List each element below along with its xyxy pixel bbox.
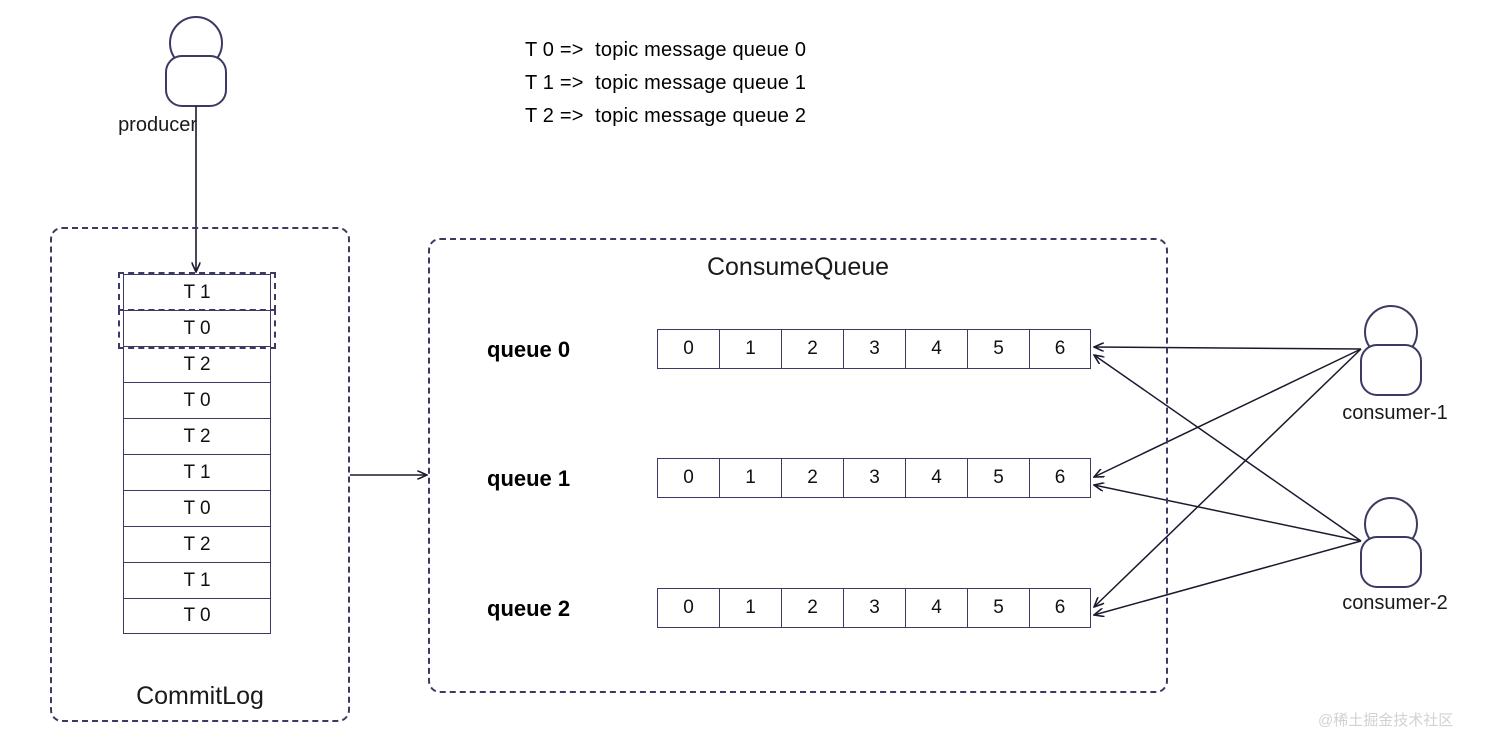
commitlog-cell: T 2 bbox=[123, 346, 271, 382]
consumequeue-container bbox=[428, 238, 1168, 693]
queue-0-row: 0 1 2 3 4 5 6 bbox=[657, 329, 1091, 369]
commitlog-cell: T 0 bbox=[123, 598, 271, 634]
queue-2-cell: 5 bbox=[967, 588, 1029, 628]
commitlog-cell: T 1 bbox=[123, 562, 271, 598]
consumer-2-to-queue-2-arrow bbox=[1094, 540, 1362, 615]
commitlog-cell-stack: T 1 T 0 T 2 T 0 T 2 T 1 T 0 T 2 T 1 T 0 bbox=[123, 274, 271, 634]
commitlog-cell: T 2 bbox=[123, 418, 271, 454]
queue-1-cell: 1 bbox=[719, 458, 781, 498]
queue-0-cell: 3 bbox=[843, 329, 905, 369]
queue-1-cell: 4 bbox=[905, 458, 967, 498]
queue-2-row: 0 1 2 3 4 5 6 bbox=[657, 588, 1091, 628]
queue-1-label: queue 1 bbox=[487, 466, 571, 491]
queue-0-cell: 2 bbox=[781, 329, 843, 369]
queue-2-cell: 2 bbox=[781, 588, 843, 628]
commitlog-cell: T 0 bbox=[123, 382, 271, 418]
queue-0-cell: 0 bbox=[657, 329, 719, 369]
commitlog-cell: T 0 bbox=[123, 310, 271, 346]
queue-1-cell: 2 bbox=[781, 458, 843, 498]
consumequeue-title: ConsumeQueue bbox=[706, 253, 890, 281]
queue-2-cell: 0 bbox=[657, 588, 719, 628]
commitlog-cell: T 2 bbox=[123, 526, 271, 562]
commitlog-cell: T 0 bbox=[123, 490, 271, 526]
watermark: @稀土掘金技术社区 bbox=[1318, 712, 1454, 729]
commitlog-container bbox=[50, 227, 350, 722]
commitlog-title: CommitLog bbox=[136, 682, 264, 710]
queue-2-cell: 6 bbox=[1029, 588, 1091, 628]
queue-1-cell: 3 bbox=[843, 458, 905, 498]
queue-1-cell: 6 bbox=[1029, 458, 1091, 498]
queue-1-cell: 0 bbox=[657, 458, 719, 498]
producer-icon bbox=[165, 16, 227, 107]
producer-label: producer bbox=[118, 114, 197, 136]
queue-2-label: queue 2 bbox=[487, 596, 571, 621]
consumer-1-to-queue-1-arrow bbox=[1094, 348, 1362, 477]
consumer-2-to-queue-0-arrow bbox=[1094, 355, 1362, 542]
legend-row-2: T 2 => topic message queue 2 bbox=[525, 105, 807, 127]
consumer-2-icon bbox=[1360, 497, 1422, 588]
queue-0-label: queue 0 bbox=[487, 337, 571, 362]
commitlog-new-entry-highlight bbox=[118, 309, 276, 349]
queue-0-cell: 5 bbox=[967, 329, 1029, 369]
queue-2-cell: 1 bbox=[719, 588, 781, 628]
consumer-1-icon bbox=[1360, 305, 1422, 396]
consumer-1-to-queue-2-arrow bbox=[1094, 348, 1362, 607]
queue-0-cell: 1 bbox=[719, 329, 781, 369]
commitlog-new-entry-highlight bbox=[118, 272, 276, 311]
consumer-2-to-queue-1-arrow bbox=[1094, 485, 1362, 542]
queue-2-cell: 4 bbox=[905, 588, 967, 628]
legend: T 0 => topic message queue 0 T 1 => topi… bbox=[525, 34, 945, 133]
queue-1-cell: 5 bbox=[967, 458, 1029, 498]
queue-2-cell: 3 bbox=[843, 588, 905, 628]
legend-row-0: T 0 => topic message queue 0 bbox=[525, 39, 807, 61]
commitlog-cell: T 1 bbox=[123, 274, 271, 310]
consumer-1-label: consumer-1 bbox=[1342, 402, 1448, 424]
queue-0-cell: 4 bbox=[905, 329, 967, 369]
consumer-2-label: consumer-2 bbox=[1342, 592, 1448, 614]
queue-1-row: 0 1 2 3 4 5 6 bbox=[657, 458, 1091, 498]
queue-0-cell: 6 bbox=[1029, 329, 1091, 369]
legend-row-1: T 1 => topic message queue 1 bbox=[525, 72, 807, 94]
consumer-1-to-queue-0-arrow bbox=[1094, 347, 1362, 349]
commitlog-cell: T 1 bbox=[123, 454, 271, 490]
